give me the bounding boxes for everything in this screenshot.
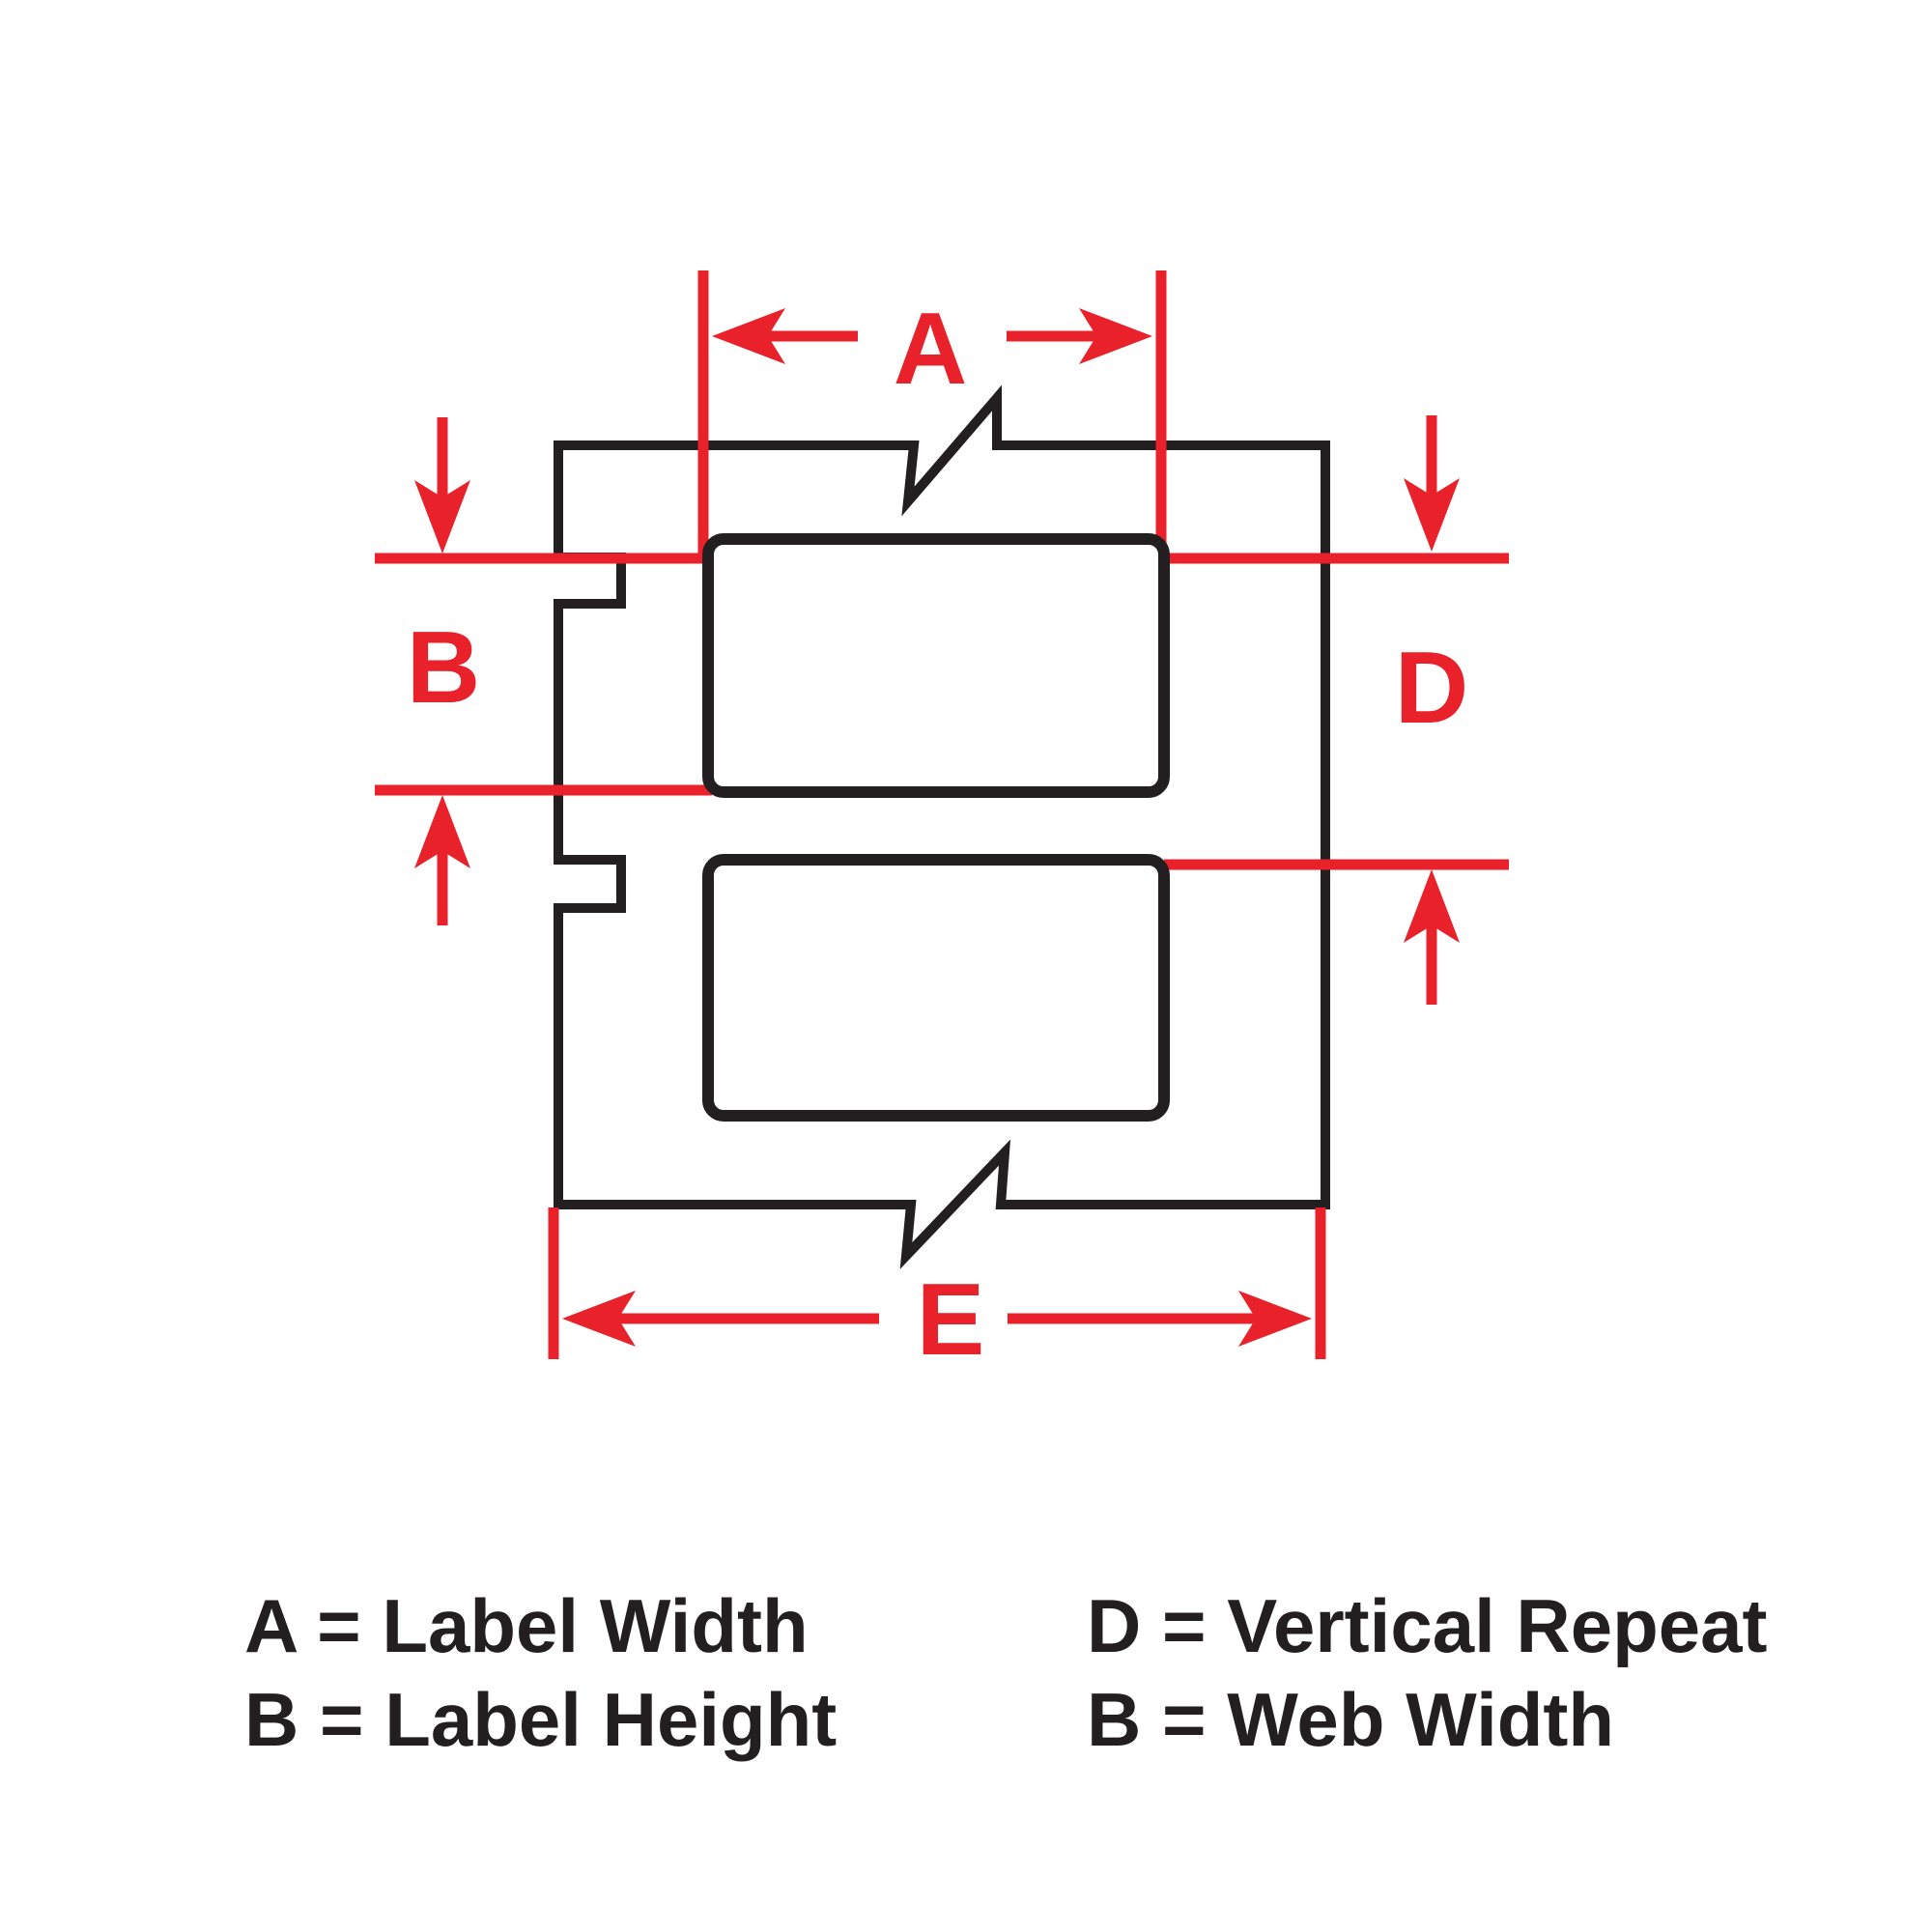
dim-letter-e: E [917,1263,985,1377]
legend-item-3: B = Web Width [1087,1677,1614,1762]
legend-item-1: B = Label Height [244,1677,837,1762]
arrow-e-left-icon [562,1291,879,1347]
dim-letter-d: D [1395,631,1469,745]
label-cell-2 [702,854,1170,1122]
legend-item-2: D = Vertical Repeat [1087,1583,1768,1668]
arrow-e-right-icon [1008,1291,1312,1347]
arrow-d-down-icon [1404,415,1460,552]
arrow-d-up-icon [1404,869,1460,1005]
label-cell-1 [702,533,1170,798]
legend-item-0: A = Label Width [244,1583,809,1668]
web-liner-outline [554,384,1330,1269]
dim-letter-a: A [894,292,968,406]
arrow-a-left-icon [712,308,858,364]
arrow-b-down-icon [414,417,470,554]
dim-letter-b: B [407,611,481,724]
arrow-b-up-icon [414,795,470,925]
arrow-a-right-icon [1007,308,1152,364]
